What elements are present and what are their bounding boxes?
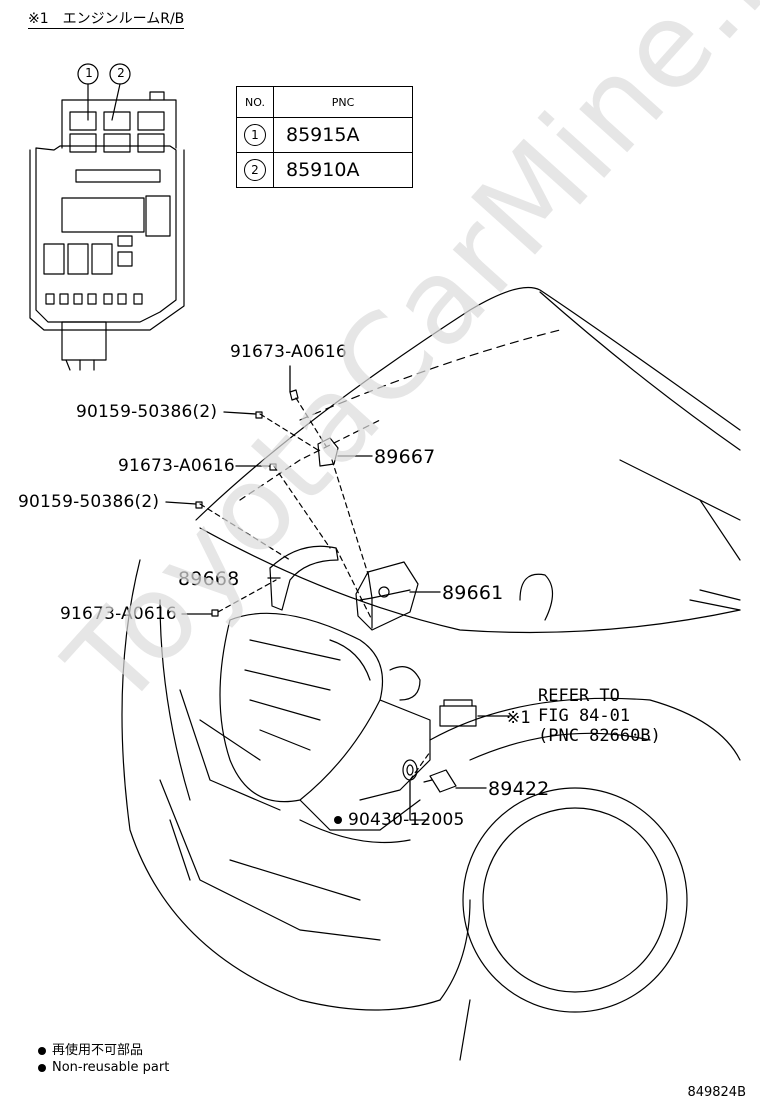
bracket-89667-drawing xyxy=(317,437,339,467)
callout-bracket-89668[interactable]: 89668 xyxy=(178,568,240,590)
callout-bolt-low[interactable]: 91673-A0616 xyxy=(60,604,177,624)
pnc-table-header-no: NO. xyxy=(236,86,274,118)
non-reusable-dot-icon xyxy=(334,816,342,824)
leader-lines xyxy=(165,365,511,821)
relay-box-marker-2-label: 2 xyxy=(117,66,125,80)
pnc-table-header-pnc: PNC xyxy=(273,86,413,118)
callout-bracket-89667[interactable]: 89667 xyxy=(374,446,436,468)
relay-box-title: ※1 エンジンルームR/B xyxy=(28,11,185,29)
pnc-table: NO. PNC 1 85915A 2 85910A xyxy=(236,86,413,188)
callout-gasket[interactable]: 90430-12005 xyxy=(334,812,465,829)
gasket-drawing xyxy=(402,759,418,781)
non-reusable-dot-icon xyxy=(38,1063,46,1072)
callout-bolt-mid[interactable]: 91673-A0616 xyxy=(118,456,235,476)
table-row: 1 85915A xyxy=(236,117,413,153)
pnc-row-value[interactable]: 85915A xyxy=(273,117,413,153)
callout-sensor-89422[interactable]: 89422 xyxy=(488,778,550,800)
relay-box-marker-1 xyxy=(77,63,99,121)
relay-box-marker-2 xyxy=(109,63,131,121)
callout-gasket-text: 90430-12005 xyxy=(348,810,465,830)
legend-en: Non-reusable part xyxy=(38,1061,169,1074)
callout-clip-lower[interactable]: 90159-50386(2) xyxy=(18,492,160,512)
dashed-assembly-lines xyxy=(199,397,431,781)
sensor-89422-drawing xyxy=(423,769,457,793)
refer-line-1: REFER TO xyxy=(538,686,620,706)
refer-line-3: (PNC 82660B) xyxy=(538,726,661,746)
callout-bolt-top[interactable]: 91673-A0616 xyxy=(230,342,347,362)
refer-line-2[interactable]: FIG 84-01 xyxy=(538,706,631,726)
legend-jp: 再使用不可部品 xyxy=(38,1044,143,1057)
vehicle-body-outline xyxy=(121,286,741,1061)
pnc-row-no: 2 xyxy=(244,159,266,181)
non-reusable-dot-icon xyxy=(38,1046,46,1055)
legend-jp-text: 再使用不可部品 xyxy=(52,1043,144,1058)
refer-marker: ※1 xyxy=(506,708,531,728)
pnc-row-value[interactable]: 85910A xyxy=(273,152,413,188)
figure-id: 849824B xyxy=(687,1085,746,1100)
table-row: 2 85910A xyxy=(236,152,413,188)
callout-ecu-89661[interactable]: 89661 xyxy=(442,582,504,604)
bracket-89668-drawing xyxy=(269,545,339,611)
pnc-row-no: 1 xyxy=(244,124,266,146)
callout-clip-upper[interactable]: 90159-50386(2) xyxy=(76,402,218,422)
relay-box-marker-1-label: 1 xyxy=(85,66,93,80)
ecu-module xyxy=(355,561,419,631)
legend-en-text: Non-reusable part xyxy=(52,1060,170,1075)
engine-room-relay-block-drawing xyxy=(29,91,185,371)
